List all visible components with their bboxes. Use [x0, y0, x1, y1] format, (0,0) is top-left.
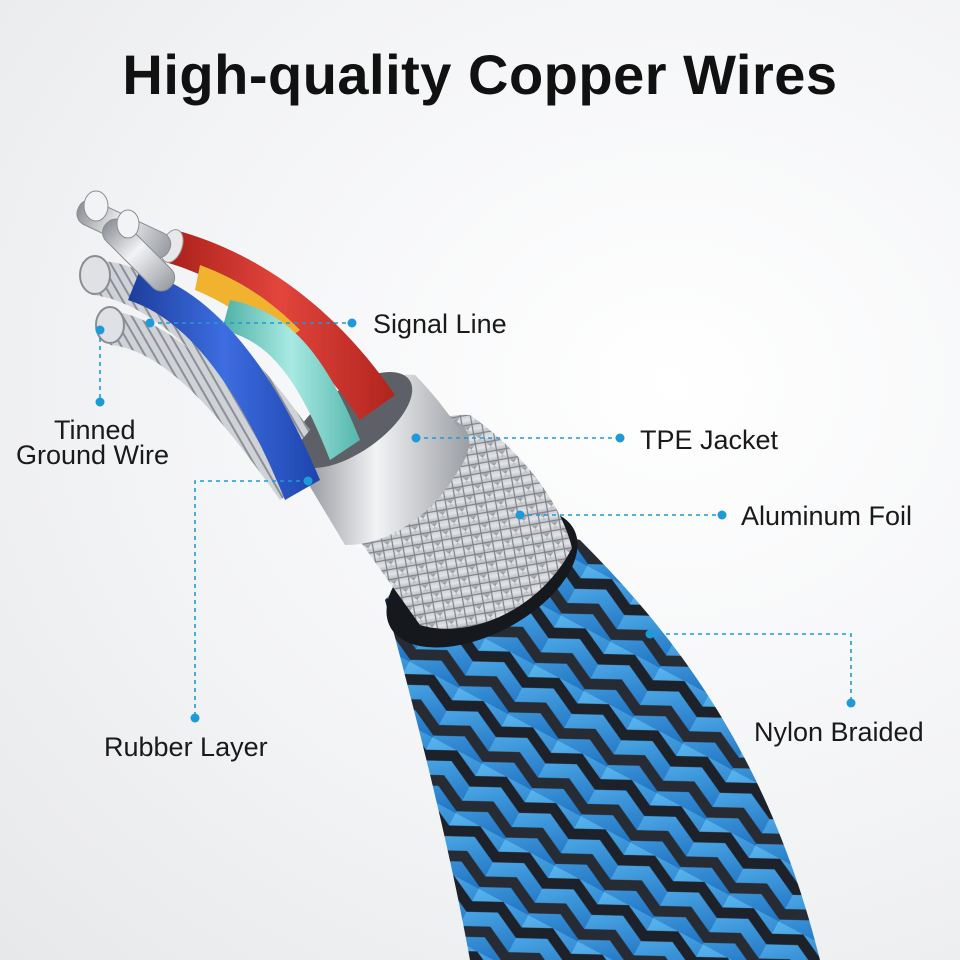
- signal-line-label: Signal Line: [373, 309, 507, 339]
- teal-wire: [222, 300, 360, 460]
- nylon-braided-label: Nylon Braided: [754, 717, 924, 747]
- aluminum-foil-label: Aluminum Foil: [741, 501, 913, 531]
- blue-wire: [128, 270, 320, 500]
- tpe-jacket-label: TPE Jacket: [640, 425, 779, 455]
- callout-dots: [95, 318, 856, 723]
- nylon-braided-callout: [650, 633, 852, 702]
- page-title: High-quality Copper Wires: [122, 43, 838, 106]
- tinned-ground-line2: Ground Wire: [16, 440, 170, 470]
- tinned-ground-line1: Tinned: [54, 415, 136, 445]
- rubber-layer-callout: [194, 480, 308, 716]
- rubber-layer-label: Rubber Layer: [104, 732, 268, 762]
- callout-lines: [99, 322, 852, 716]
- conductor-tips: [76, 190, 176, 292]
- tinned-ground-wire-label: Tinned Ground Wire: [16, 415, 170, 470]
